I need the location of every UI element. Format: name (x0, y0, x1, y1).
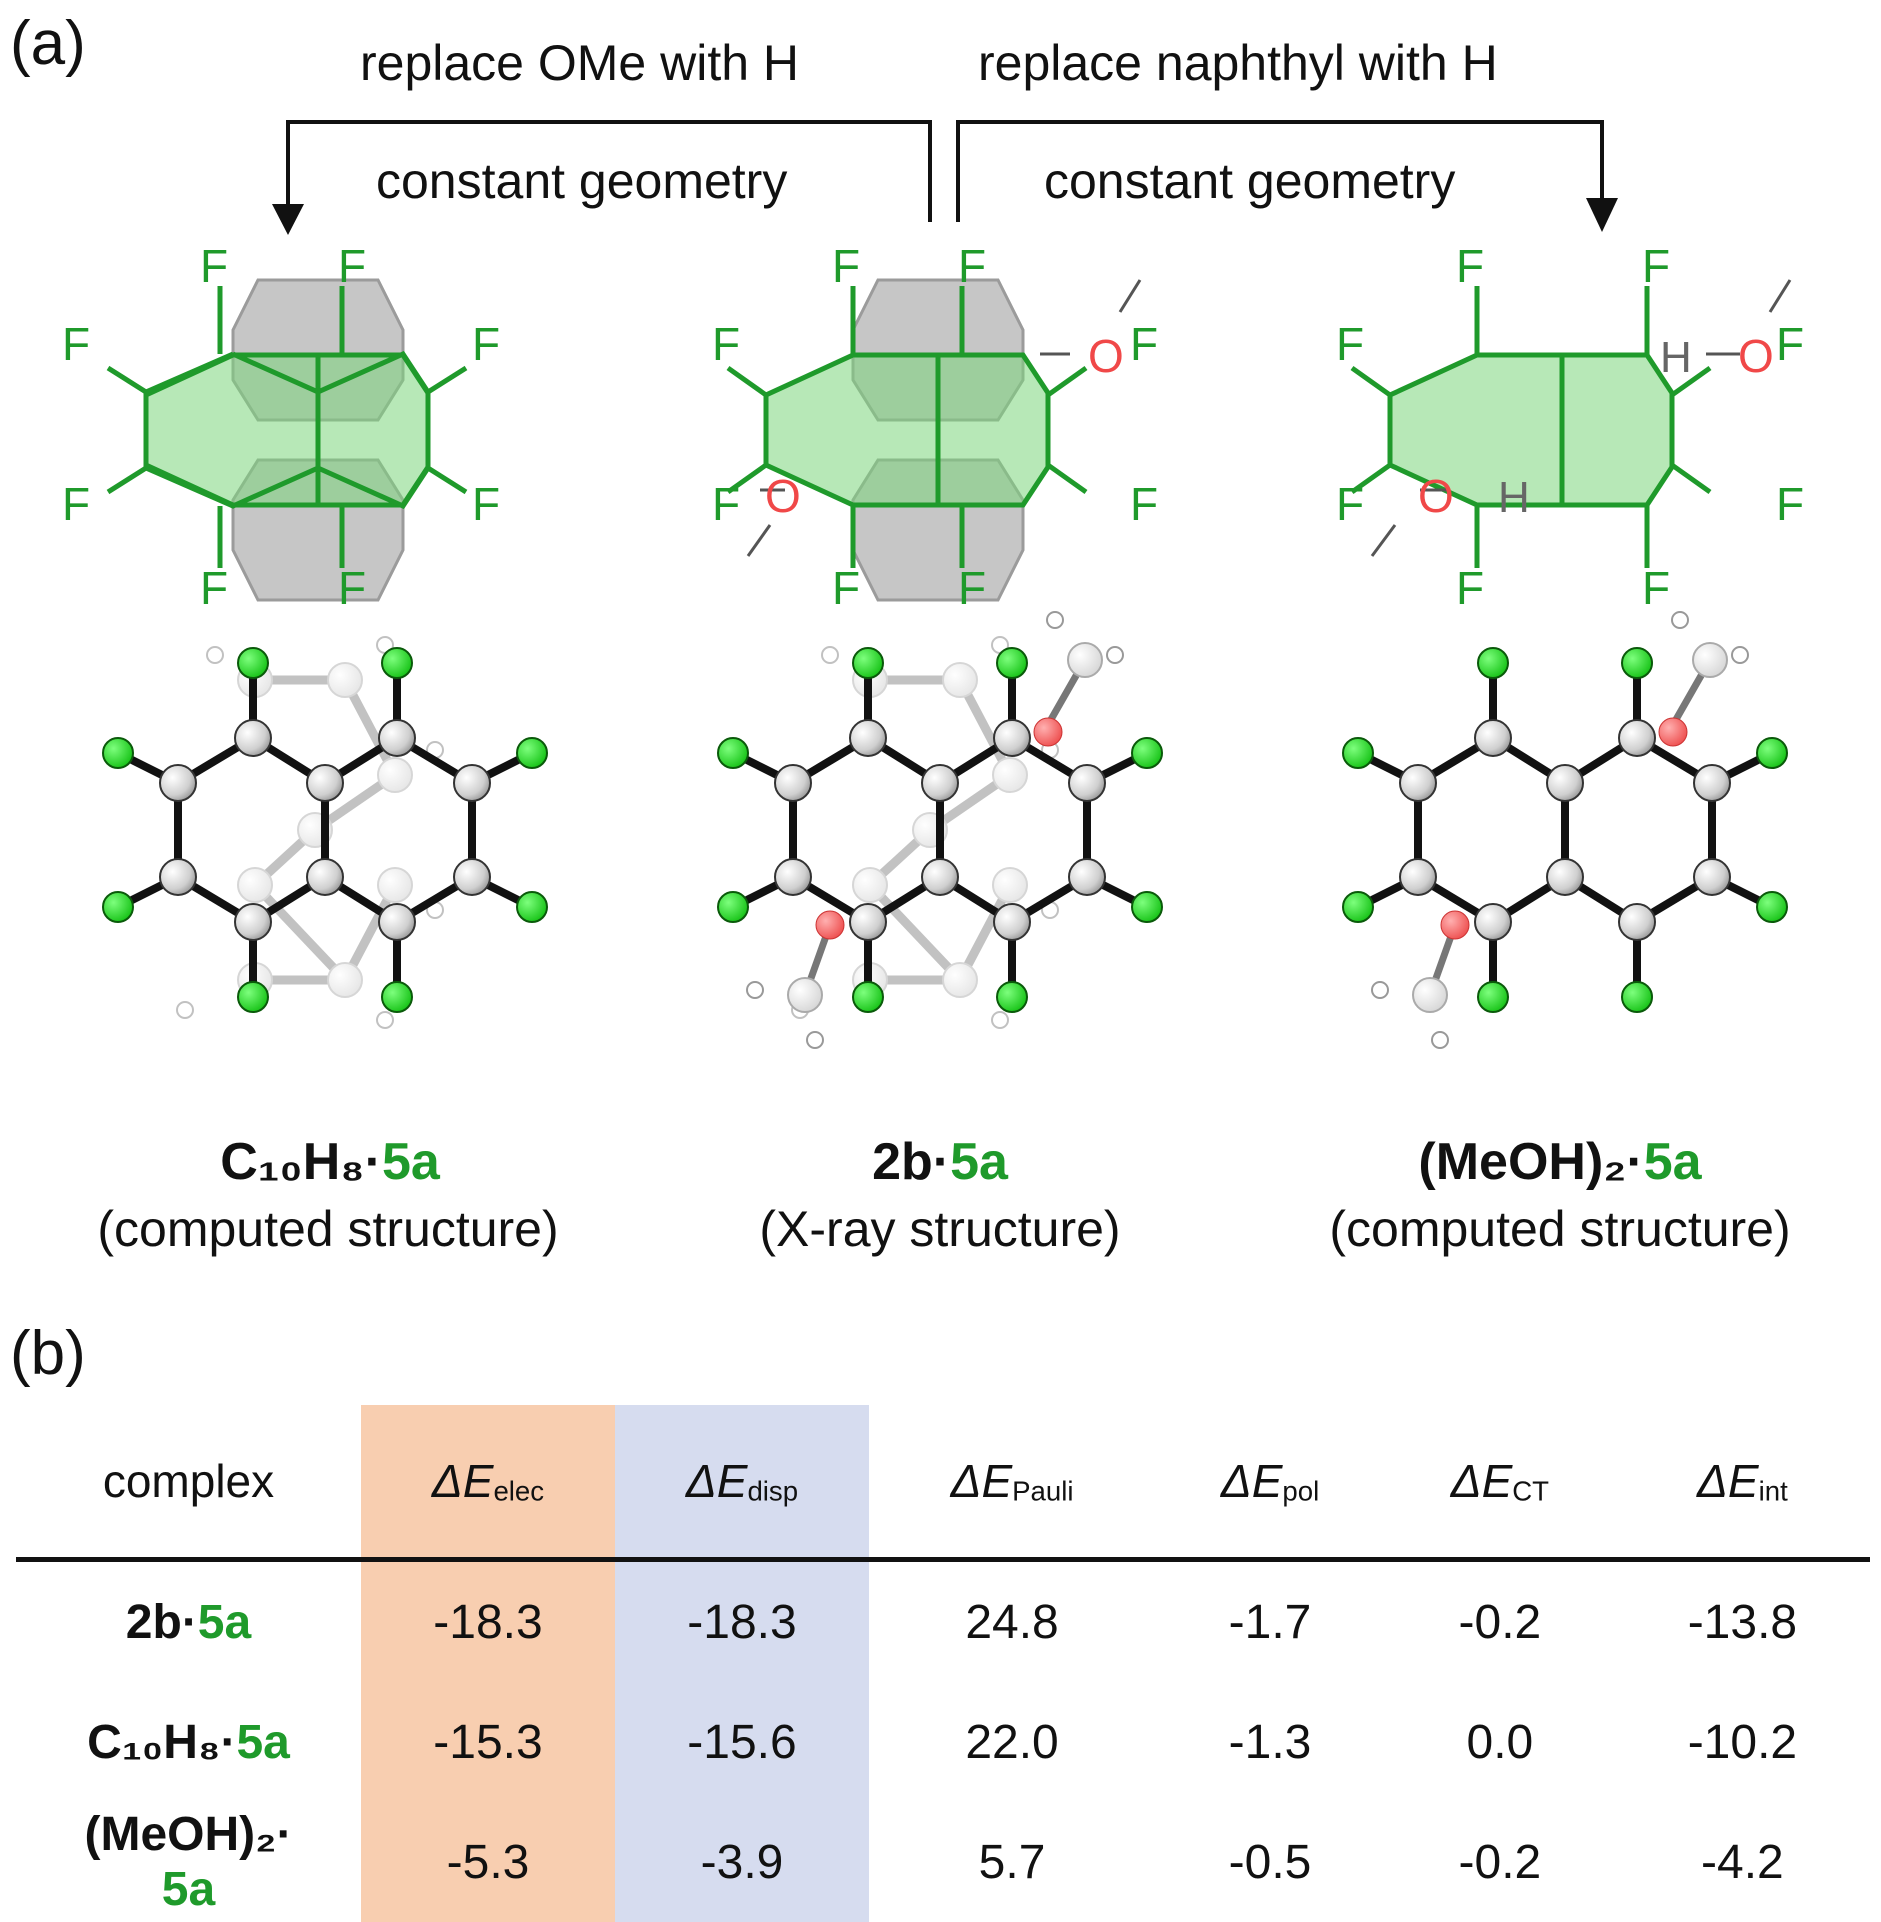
f-label: F (1130, 478, 1158, 530)
cell-elec: -5.3 (361, 1802, 615, 1922)
structure-3-caption: (computed structure) (1329, 1201, 1791, 1257)
cell-disp: -15.6 (615, 1682, 869, 1802)
f-label: F (1456, 240, 1484, 292)
f-label: F (1776, 478, 1804, 530)
f-label: F (200, 562, 228, 614)
ball-stick-model-1 (102, 636, 548, 1029)
replace-naphthyl-label: replace naphthyl with H (978, 35, 1498, 91)
arrow-right-head (1586, 198, 1618, 232)
cell-pauli: 24.8 (965, 1595, 1059, 1649)
f-label: F (62, 318, 90, 370)
structure-2-drawing: F F F F F F F F O O (712, 240, 1158, 614)
f-label: F (200, 240, 228, 292)
header-complex: complex (102, 1455, 275, 1507)
structure-2-name: 2b·5a (872, 1133, 1008, 1191)
o-label: O (1088, 330, 1124, 382)
f-label: F (832, 240, 860, 292)
header-pauli: ΔEPauli (950, 1455, 1074, 1507)
f-label: F (832, 562, 860, 614)
arrow-right (956, 120, 1604, 222)
ball-stick-model-2 (717, 611, 1163, 1049)
f-label: F (338, 240, 366, 292)
table-header-row: complex ΔEelec ΔEdisp ΔEPauli ΔEpol ΔECT… (16, 1405, 1870, 1560)
cell-disp: -3.9 (615, 1802, 869, 1922)
table-row: 2b·5a -18.3 -18.3 24.8 -1.7 -0.2 -13.8 (16, 1559, 1870, 1682)
f-label: F (958, 562, 986, 614)
cell-ct: -0.2 (1458, 1835, 1542, 1889)
arrow-left (286, 120, 932, 222)
ball-stick-model-3 (1342, 611, 1788, 1049)
f-label: F (1130, 318, 1158, 370)
f-label: F (472, 318, 500, 370)
structure-1-drawing: F F F F F F F F (62, 240, 500, 614)
header-int: ΔEint (1697, 1455, 1788, 1507)
cell-ct: -0.2 (1458, 1595, 1542, 1649)
structure-1-name: C₁₀H₈·5a (220, 1133, 440, 1191)
structure-3-drawing: H H F F F F F F F F O O (1336, 240, 1804, 614)
constant-geometry-right-label: constant geometry (1044, 153, 1456, 209)
structure-1-caption: (computed structure) (97, 1201, 559, 1257)
panel-b-label: (b) (10, 1319, 86, 1388)
f-label: F (338, 562, 366, 614)
cell-pol: -1.3 (1228, 1715, 1312, 1769)
f-label: F (712, 478, 740, 530)
cell-ct: 0.0 (1466, 1715, 1534, 1769)
o-label: O (765, 470, 801, 522)
structure-3-name: (MeOH)₂·5a (1418, 1133, 1702, 1191)
table-row: C₁₀H₈·5a -15.3 -15.6 22.0 -1.3 0.0 -10.2 (16, 1682, 1870, 1802)
header-pol: ΔEpol (1220, 1455, 1320, 1507)
replace-ome-label: replace OMe with H (360, 35, 800, 91)
row-complex: C₁₀H₈·5a (87, 1715, 290, 1769)
f-label: F (1642, 240, 1670, 292)
cell-int: -10.2 (1687, 1715, 1798, 1769)
f-label: F (62, 478, 90, 530)
h-label: H (1660, 333, 1692, 382)
header-ct: ΔECT (1450, 1455, 1550, 1507)
constant-geometry-left-label: constant geometry (376, 153, 788, 209)
f-label: F (1336, 318, 1364, 370)
f-label: F (1456, 562, 1484, 614)
cell-int: -13.8 (1687, 1595, 1798, 1649)
header-elec: ΔEelec (361, 1405, 615, 1560)
row-complex: (MeOH)₂·5a (84, 1808, 293, 1916)
cell-pol: -0.5 (1228, 1835, 1312, 1889)
structure-2-caption: (X-ray structure) (759, 1201, 1121, 1257)
cell-pol: -1.7 (1228, 1595, 1312, 1649)
o-label: O (1418, 470, 1454, 522)
h-label: H (1498, 473, 1530, 522)
energy-decomposition-table: complex ΔEelec ΔEdisp ΔEPauli ΔEpol ΔECT… (16, 1405, 1870, 1922)
cell-elec: -18.3 (361, 1559, 615, 1682)
f-label: F (472, 478, 500, 530)
arrow-left-head (272, 204, 304, 235)
f-label: F (712, 318, 740, 370)
cell-pauli: 5.7 (978, 1835, 1046, 1889)
cell-int: -4.2 (1701, 1835, 1784, 1889)
cell-disp: -18.3 (615, 1559, 869, 1682)
cell-pauli: 22.0 (965, 1715, 1059, 1769)
f-label: F (1776, 318, 1804, 370)
table-row: (MeOH)₂·5a -5.3 -3.9 5.7 -0.5 -0.2 -4.2 (16, 1802, 1870, 1922)
cell-elec: -15.3 (361, 1682, 615, 1802)
panel-a-graphics: F F F F F F F F (62, 120, 1804, 1049)
panel-a-label: (a) (10, 9, 86, 78)
header-disp: ΔEdisp (615, 1405, 869, 1560)
row-complex: 2b·5a (125, 1595, 252, 1649)
f-label: F (1642, 562, 1670, 614)
f-label: F (958, 240, 986, 292)
o-label: O (1738, 330, 1774, 382)
f-label: F (1336, 478, 1364, 530)
